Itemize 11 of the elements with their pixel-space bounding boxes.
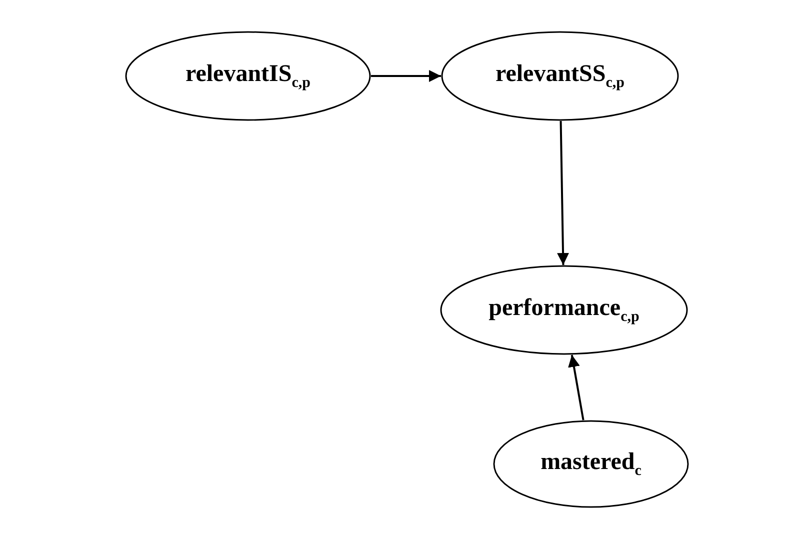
- ellipse-node: [493, 420, 689, 508]
- node-label: mastered$_{c}$: [540, 448, 642, 480]
- ellipse-node: [441, 31, 679, 121]
- arrow: [557, 120, 570, 266]
- node-label: relevantSS$_{c,p}$: [496, 60, 624, 92]
- arrow: [371, 70, 441, 82]
- ellipse-node: [440, 265, 688, 355]
- ellipse-node: [125, 31, 371, 121]
- node-label: performance$_{c,p}$: [488, 294, 640, 326]
- arrow: [568, 354, 584, 420]
- node-label: relevantIS$_{c,p}$: [186, 60, 310, 92]
